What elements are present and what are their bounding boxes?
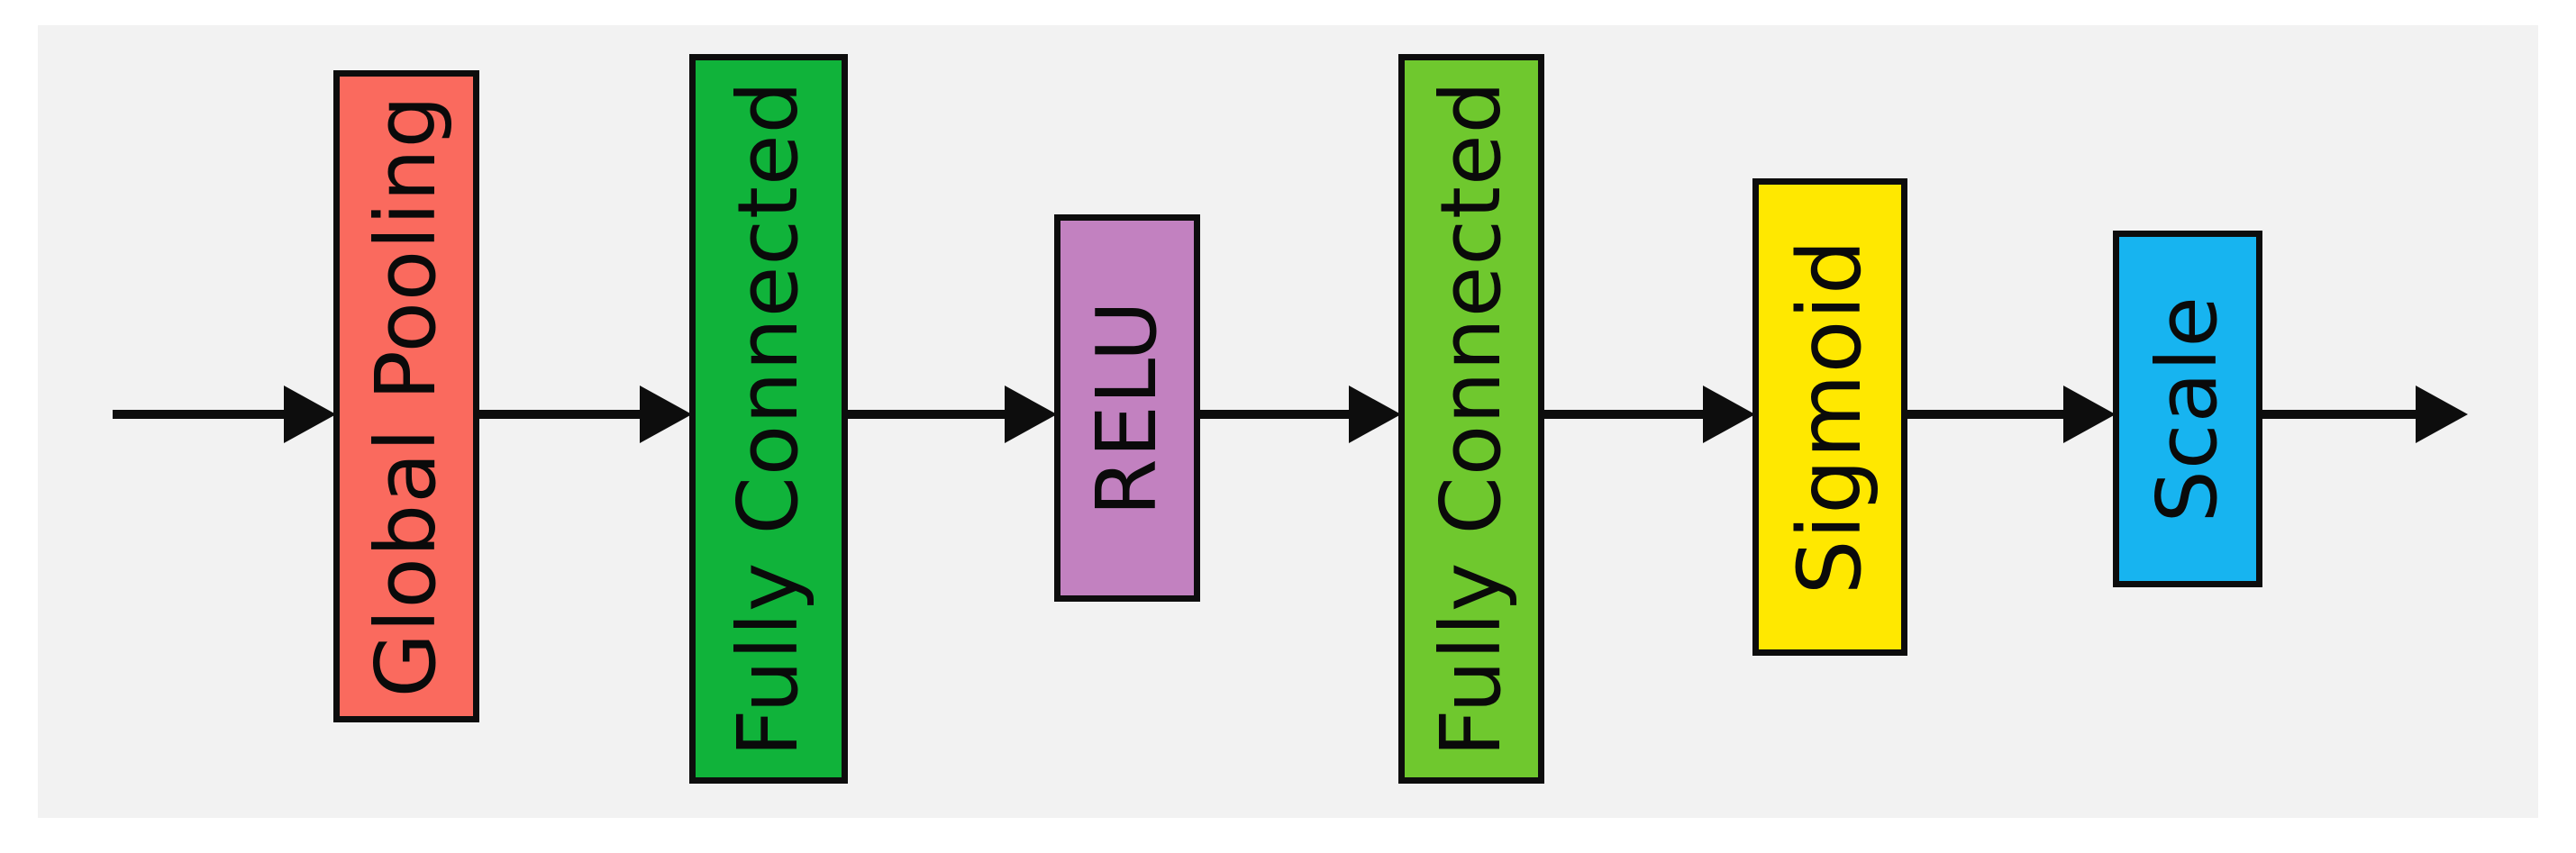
arrowhead-icon: [284, 386, 336, 443]
block-fully-connected-2[interactable]: Fully Connected: [1398, 54, 1544, 784]
arrowhead-icon: [1349, 386, 1401, 443]
block-label-fully-connected-2: Fully Connected: [1423, 80, 1519, 758]
block-label-global-pooling: Global Pooling: [358, 95, 454, 698]
block-fully-connected-1[interactable]: Fully Connected: [689, 54, 848, 784]
block-sigmoid[interactable]: Sigmoid: [1752, 178, 1907, 656]
block-relu[interactable]: RELU: [1054, 214, 1200, 602]
arrowhead-icon: [2063, 386, 2116, 443]
diagram-canvas: Global Pooling Fully Connected RELU Fully C…: [38, 25, 2538, 818]
connector-shaft: [479, 410, 645, 419]
connector-shaft: [848, 410, 1010, 419]
block-label-sigmoid: Sigmoid: [1780, 239, 1880, 595]
arrowhead-icon: [1703, 386, 1755, 443]
connector-shaft: [1544, 410, 1708, 419]
arrowhead-icon: [1005, 386, 1057, 443]
arrowhead-icon: [2416, 386, 2468, 443]
connector-shaft: [1200, 410, 1354, 419]
connector-shaft: [113, 410, 289, 419]
connector-shaft: [1907, 410, 2069, 419]
connector-shaft: [2262, 410, 2421, 419]
block-label-scale: Scale: [2139, 295, 2235, 523]
block-scale[interactable]: Scale: [2113, 231, 2262, 587]
block-label-relu: RELU: [1079, 299, 1175, 517]
block-label-fully-connected-1: Fully Connected: [720, 80, 816, 758]
block-global-pooling[interactable]: Global Pooling: [333, 70, 479, 722]
arrowhead-icon: [640, 386, 692, 443]
